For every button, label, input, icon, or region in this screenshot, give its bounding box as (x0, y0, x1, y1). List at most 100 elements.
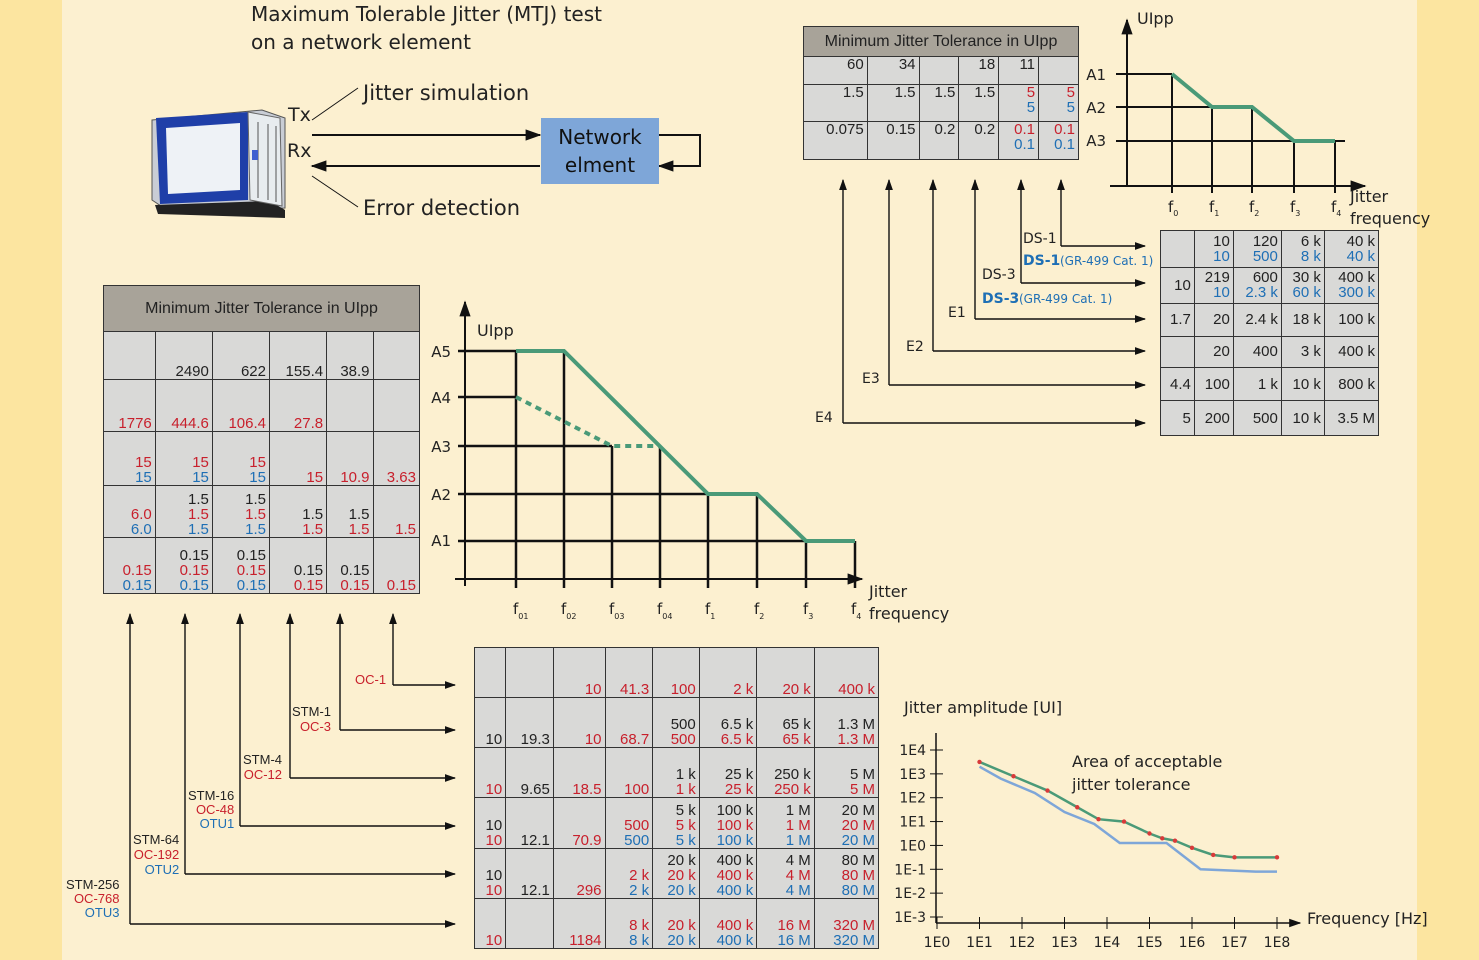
x-tick-label: 1E7 (1221, 935, 1248, 951)
sdh-label-stm1-line: STM-1 (292, 704, 331, 719)
table-cell (505, 646, 554, 699)
sdh-level-a5: A5 (431, 343, 451, 361)
pdh-label-ds1-gr499: DS-1 (1023, 253, 1060, 269)
sdh-label-oc1-line: OC-1 (355, 672, 387, 687)
pdh-label-e4: E4 (815, 410, 833, 426)
cell-line-r: 500 (670, 731, 696, 749)
pdh-label-ds1: DS-1 (1023, 231, 1057, 247)
cell-line-k (107, 548, 152, 563)
cell-line-b: 1.5 (188, 520, 209, 538)
cell-line-b: 80 M (841, 881, 875, 899)
cell-line-r: 6.0 (130, 505, 152, 523)
pdh-mask-chart: UIpp A1 A2 A3 f0 f1 f2 f3 f4 Jitter freq… (1086, 9, 1430, 228)
table-cell: 800 k (1323, 366, 1380, 402)
table-cell: 2490 (154, 331, 213, 381)
sdh-label-oc48-line: OC-48 (195, 802, 235, 817)
table-cell: 3 k (1280, 335, 1325, 368)
cell-line-b: 400 k (716, 881, 754, 899)
cell-line-b: 100 k (716, 831, 754, 849)
series-point (1121, 819, 1127, 824)
series-point (1045, 788, 1050, 793)
cell-line-k: 0.15 (340, 562, 370, 579)
log-chart-y-label: Jitter amplitude [UI] (903, 698, 1062, 717)
cell-line-r: 18.5 (572, 781, 602, 799)
cell-line-r: 15 (135, 453, 152, 471)
table-cell: 19.3 (505, 697, 554, 749)
sdh-x-axis-label-line1: Jitter (868, 582, 908, 601)
cell-line-r: 5 (1026, 84, 1036, 102)
series-point (1211, 852, 1216, 858)
cell-line-r: 250 k (774, 781, 811, 799)
sdh-tick-f2: f2 (754, 600, 764, 621)
cell-line-r: 1 k (675, 781, 696, 799)
cell-line-k: 0.15 (179, 547, 209, 564)
cell-line-b: 1.5 (245, 520, 266, 538)
pdh-level-a3: A3 (1086, 132, 1106, 150)
series-point (1011, 774, 1016, 779)
x-tick-label: 1E4 (1094, 935, 1121, 951)
table-cell (505, 897, 554, 950)
table-cell: 10 (552, 646, 606, 699)
cell-line-r: 500 (624, 816, 650, 834)
cell-line-r: 0.15 (236, 562, 266, 579)
cell-line-b: 5 (1026, 99, 1036, 117)
cell-line-b: 10 (1213, 247, 1230, 265)
sdh-tick-f04: f04 (657, 600, 672, 621)
cell-line-r: 3.63 (386, 468, 416, 486)
cell-line-r: 5 (1066, 84, 1075, 102)
x-tick-label: 1E1 (966, 935, 993, 951)
cell-line-k: 1.5 (245, 490, 266, 508)
table-cell: 400 k (813, 646, 880, 699)
cell-line-r: 2 k (733, 681, 754, 699)
table-cell: 34 (866, 56, 920, 86)
cell-line-r: 10 (584, 731, 602, 749)
cell-line-b: 20 M (841, 831, 875, 849)
table-cell: 10 (473, 897, 507, 950)
cell-line-r: 1.5 (395, 520, 416, 538)
series-point (1189, 845, 1195, 851)
cell-line-k: 30 k (1292, 269, 1321, 287)
cell-line-r: 10 (485, 932, 503, 949)
y-tick-label: 1E4 (899, 743, 926, 759)
table-cell: 1184 (552, 897, 606, 950)
table-cell: 0.075 (803, 120, 868, 161)
series-point (1096, 816, 1101, 822)
table-cell: 10 (473, 747, 507, 799)
cell-line-b: 15 (135, 468, 152, 486)
table-cell: 20 k (756, 646, 815, 699)
sdh-label-stm4: STM-4 OC-12 (243, 752, 282, 782)
table-cell: 0.2 (918, 120, 960, 161)
cell-line-b: 300 k (1338, 284, 1375, 302)
table-cell: 60 (803, 56, 868, 86)
table-cell: 200 (1193, 400, 1234, 436)
table-cell: 0.15 (372, 536, 421, 595)
sdh-label-stm256-line: STM-256 (66, 877, 120, 892)
sdh-label-stm64: STM-64 OC-192 OTU2 (133, 832, 179, 877)
cell-line-k: 40 k (1346, 232, 1375, 250)
pdh-label-e1: E1 (948, 305, 966, 321)
cell-line-b: 2 k (629, 881, 650, 899)
pdh-label-e3: E3 (862, 371, 880, 387)
table-cell (1160, 230, 1195, 268)
cell-line-b: 20 k (667, 932, 696, 949)
